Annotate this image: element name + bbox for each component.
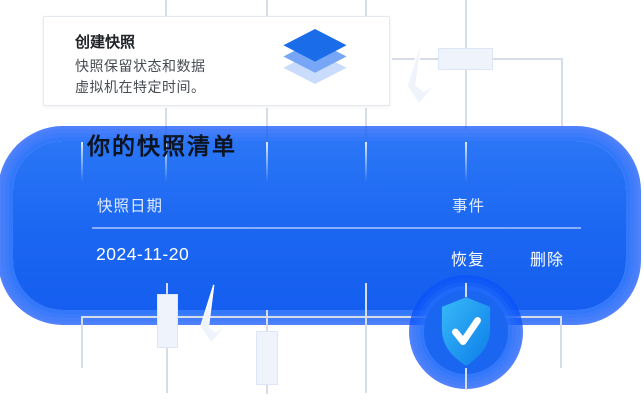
candlestick (438, 48, 493, 70)
gridline-vertical (165, 0, 167, 16)
panel-title: 你的快照清单 (87, 133, 237, 159)
column-header-event: 事件 (452, 198, 486, 215)
card-description-line1: 快照保留状态和数据 (75, 58, 206, 74)
gridline-vertical (365, 108, 367, 141)
delete-button[interactable]: 删除 (530, 252, 565, 269)
gridline-vertical (81, 316, 83, 368)
card-title: 创建快照 (75, 34, 136, 51)
shield-check-icon (441, 297, 491, 366)
candlestick (256, 331, 278, 385)
down-arrow-icon (199, 284, 227, 345)
create-snapshot-card: 创建快照 快照保留状态和数据 虚拟机在特定时间。 (43, 16, 390, 106)
gridline-vertical (560, 316, 562, 368)
gridline-vertical (165, 108, 167, 141)
gridline-vertical (465, 283, 467, 297)
gridline-horizontal (81, 316, 562, 318)
layers-icon (283, 29, 347, 84)
gridline-fade (165, 142, 167, 182)
table-divider (92, 227, 581, 229)
snapshot-date-cell: 2024-11-20 (96, 244, 190, 264)
restore-button[interactable]: 恢复 (451, 252, 486, 269)
candlestick (157, 294, 178, 348)
gridline-fade (266, 142, 268, 182)
gridline-fade (81, 142, 83, 182)
gridline-vertical (365, 0, 367, 16)
column-header-date: 快照日期 (97, 198, 164, 215)
card-description-line2: 虚拟机在特定时间。 (75, 79, 206, 95)
snapshot-panel (13, 141, 626, 310)
gridline-vertical (561, 58, 563, 126)
gridline-fade (465, 142, 467, 182)
down-arrow-icon (406, 37, 437, 106)
gridline-vertical (465, 368, 467, 390)
gridline-fade (365, 142, 367, 182)
gridline-vertical (266, 0, 268, 16)
gridline-vertical (266, 108, 268, 141)
gridline-vertical (365, 283, 367, 393)
